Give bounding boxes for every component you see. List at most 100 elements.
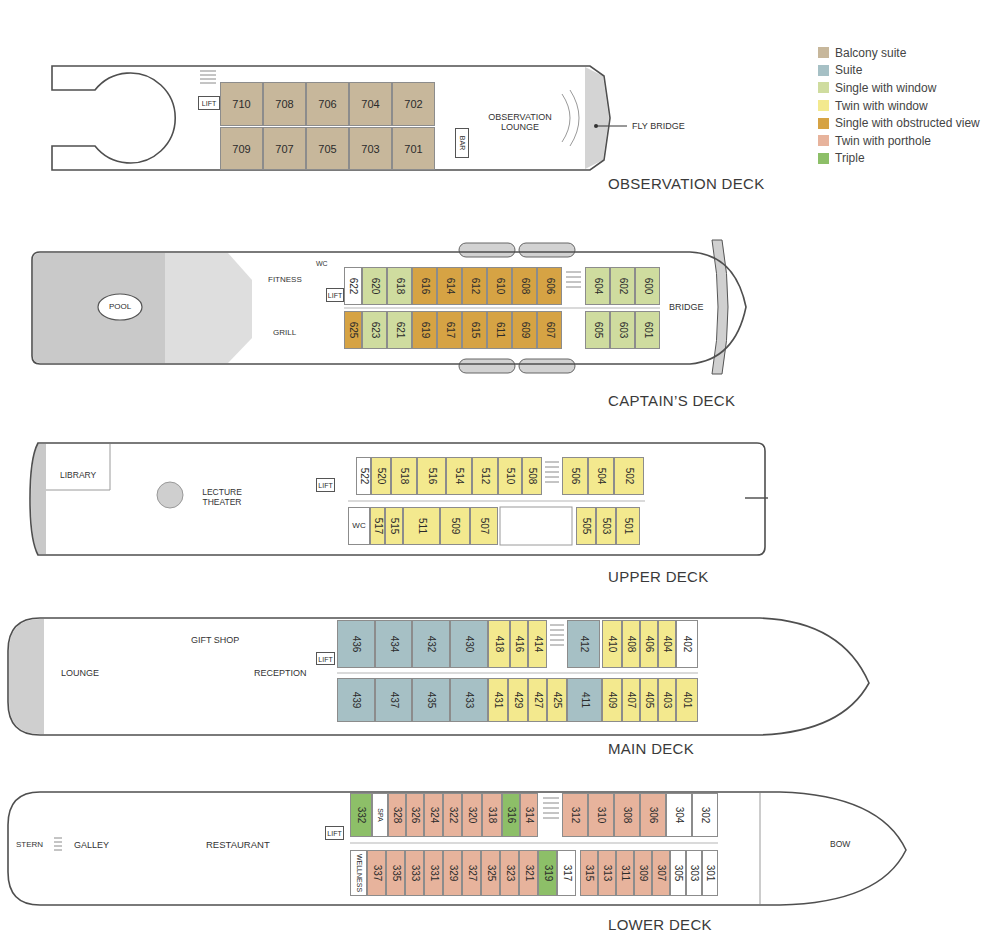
stair-symbol [543, 798, 559, 818]
cabin-number: 522 [359, 468, 369, 485]
cabin-number: 514 [454, 468, 464, 485]
cabin-number: 437 [389, 692, 399, 709]
cabin-box: 307 [652, 850, 670, 896]
cabin-number: 501 [623, 518, 633, 535]
cabin-box: 439 [337, 678, 375, 722]
cabin-number: 337 [372, 865, 382, 882]
cabin-box: 409 [602, 678, 622, 722]
room-label: WC [316, 260, 328, 268]
legend-label: Twin with porthole [835, 134, 931, 148]
cabin-box: 323 [500, 850, 519, 896]
cabin-box: 436 [337, 620, 375, 668]
cabin-number: 433 [464, 692, 474, 709]
cabin-box: 321 [519, 850, 538, 896]
cabin-box: 433 [450, 678, 488, 722]
legend-label: Single with window [835, 81, 936, 95]
cabin-box: 604 [585, 267, 610, 305]
pool-label: POOL [109, 303, 131, 311]
cabin-box: 602 [610, 267, 635, 305]
bulkhead [760, 793, 761, 904]
cabin-number: 409 [607, 692, 617, 709]
cabin-box: 616 [412, 267, 437, 305]
cabin-number: 603 [618, 322, 628, 339]
leader-line [596, 126, 627, 127]
cabin-number: 505 [581, 518, 591, 535]
cabin-number: 327 [467, 865, 477, 882]
cabin-box: 609 [512, 311, 537, 349]
hull-line [30, 443, 765, 555]
legend-item: Balcony suite [818, 44, 980, 62]
cabin-number: 329 [448, 865, 458, 882]
cabin-number: 322 [448, 807, 458, 824]
cabin-number: 325 [486, 865, 496, 882]
room-label: FITNESS [268, 275, 302, 284]
legend-label: Twin with window [835, 99, 928, 113]
legend-label: Triple [835, 151, 865, 165]
lift-label: LIFT [327, 830, 341, 837]
legend-swatch [818, 118, 829, 129]
cabin-box: 414 [528, 620, 547, 668]
cabin-number: 520 [376, 468, 386, 485]
cabin-box: 327 [462, 850, 481, 896]
stern-band [9, 619, 44, 734]
cabin-number: 403 [662, 692, 672, 709]
cabin-box: 314 [520, 793, 538, 837]
cabin-box: 430 [450, 620, 488, 668]
legend-swatch [818, 135, 829, 146]
cabin-number: 320 [467, 807, 477, 824]
cabin-box: 617 [437, 311, 462, 349]
pool-deck [33, 253, 165, 363]
stair-symbol [54, 838, 62, 850]
cabin-number: 407 [626, 692, 636, 709]
cabin-number: 621 [395, 322, 405, 339]
cabin-box: 610 [487, 267, 512, 305]
cabin-number: 431 [493, 692, 503, 709]
cabin-number: 321 [524, 865, 534, 882]
cabin-number: 607 [545, 322, 555, 339]
cabin-box: 402 [676, 620, 698, 668]
deck-name: OBSERVATION DECK [608, 176, 765, 193]
room-label: RECEPTION [254, 668, 307, 678]
cabin-box: 310 [588, 793, 614, 837]
hull-line [8, 792, 906, 905]
cabin-number: 512 [480, 468, 490, 485]
cabin-box: 319 [538, 850, 557, 896]
cabin-box: 501 [616, 507, 640, 545]
cabin-box: 304 [666, 793, 692, 837]
cabin-number: 323 [505, 865, 515, 882]
legend-label: Suite [835, 63, 862, 77]
cabin-number: 432 [426, 636, 436, 653]
cabin-box: 708 [263, 82, 306, 126]
cabin-box: 335 [386, 850, 405, 896]
cabin-number: 508 [527, 468, 537, 485]
cabin-number: 704 [361, 99, 379, 110]
cabin-box: 509 [440, 507, 470, 545]
room-label: RESTAURANT [206, 840, 270, 851]
cabin-number: 436 [351, 636, 361, 653]
lift-label: LIFT [318, 482, 332, 489]
cabin-box: 412 [567, 620, 600, 668]
legend-swatch [818, 153, 829, 164]
lifeboat [519, 243, 575, 257]
deck-plan: CAPTAIN’S DECKPOOLLIFT622620618616614612… [30, 240, 752, 376]
cabin-box: 607 [537, 311, 562, 349]
cabin-number: 312 [570, 807, 580, 824]
cabin-number: 703 [361, 143, 379, 154]
legend-item: Triple [818, 150, 980, 168]
cabin-number: 406 [644, 636, 654, 653]
cabin-number: 507 [479, 518, 489, 535]
cabin-box: 514 [446, 457, 472, 495]
cabin-box: 606 [537, 267, 562, 305]
cabin-box: 312 [562, 793, 588, 837]
hull-line [52, 66, 610, 170]
cabin-box: 407 [622, 678, 640, 722]
bar-label: BAR [459, 136, 466, 150]
pool-oval: POOL [97, 293, 143, 321]
cabin-box: 612 [462, 267, 487, 305]
cabin-number: 402 [682, 636, 692, 653]
lifeboat [459, 359, 515, 373]
cabin-box: 620 [362, 267, 387, 305]
cabin-box: 621 [387, 311, 412, 349]
cabin-box: 318 [482, 793, 502, 837]
legend: Balcony suiteSuiteSingle with windowTwin… [818, 44, 980, 167]
